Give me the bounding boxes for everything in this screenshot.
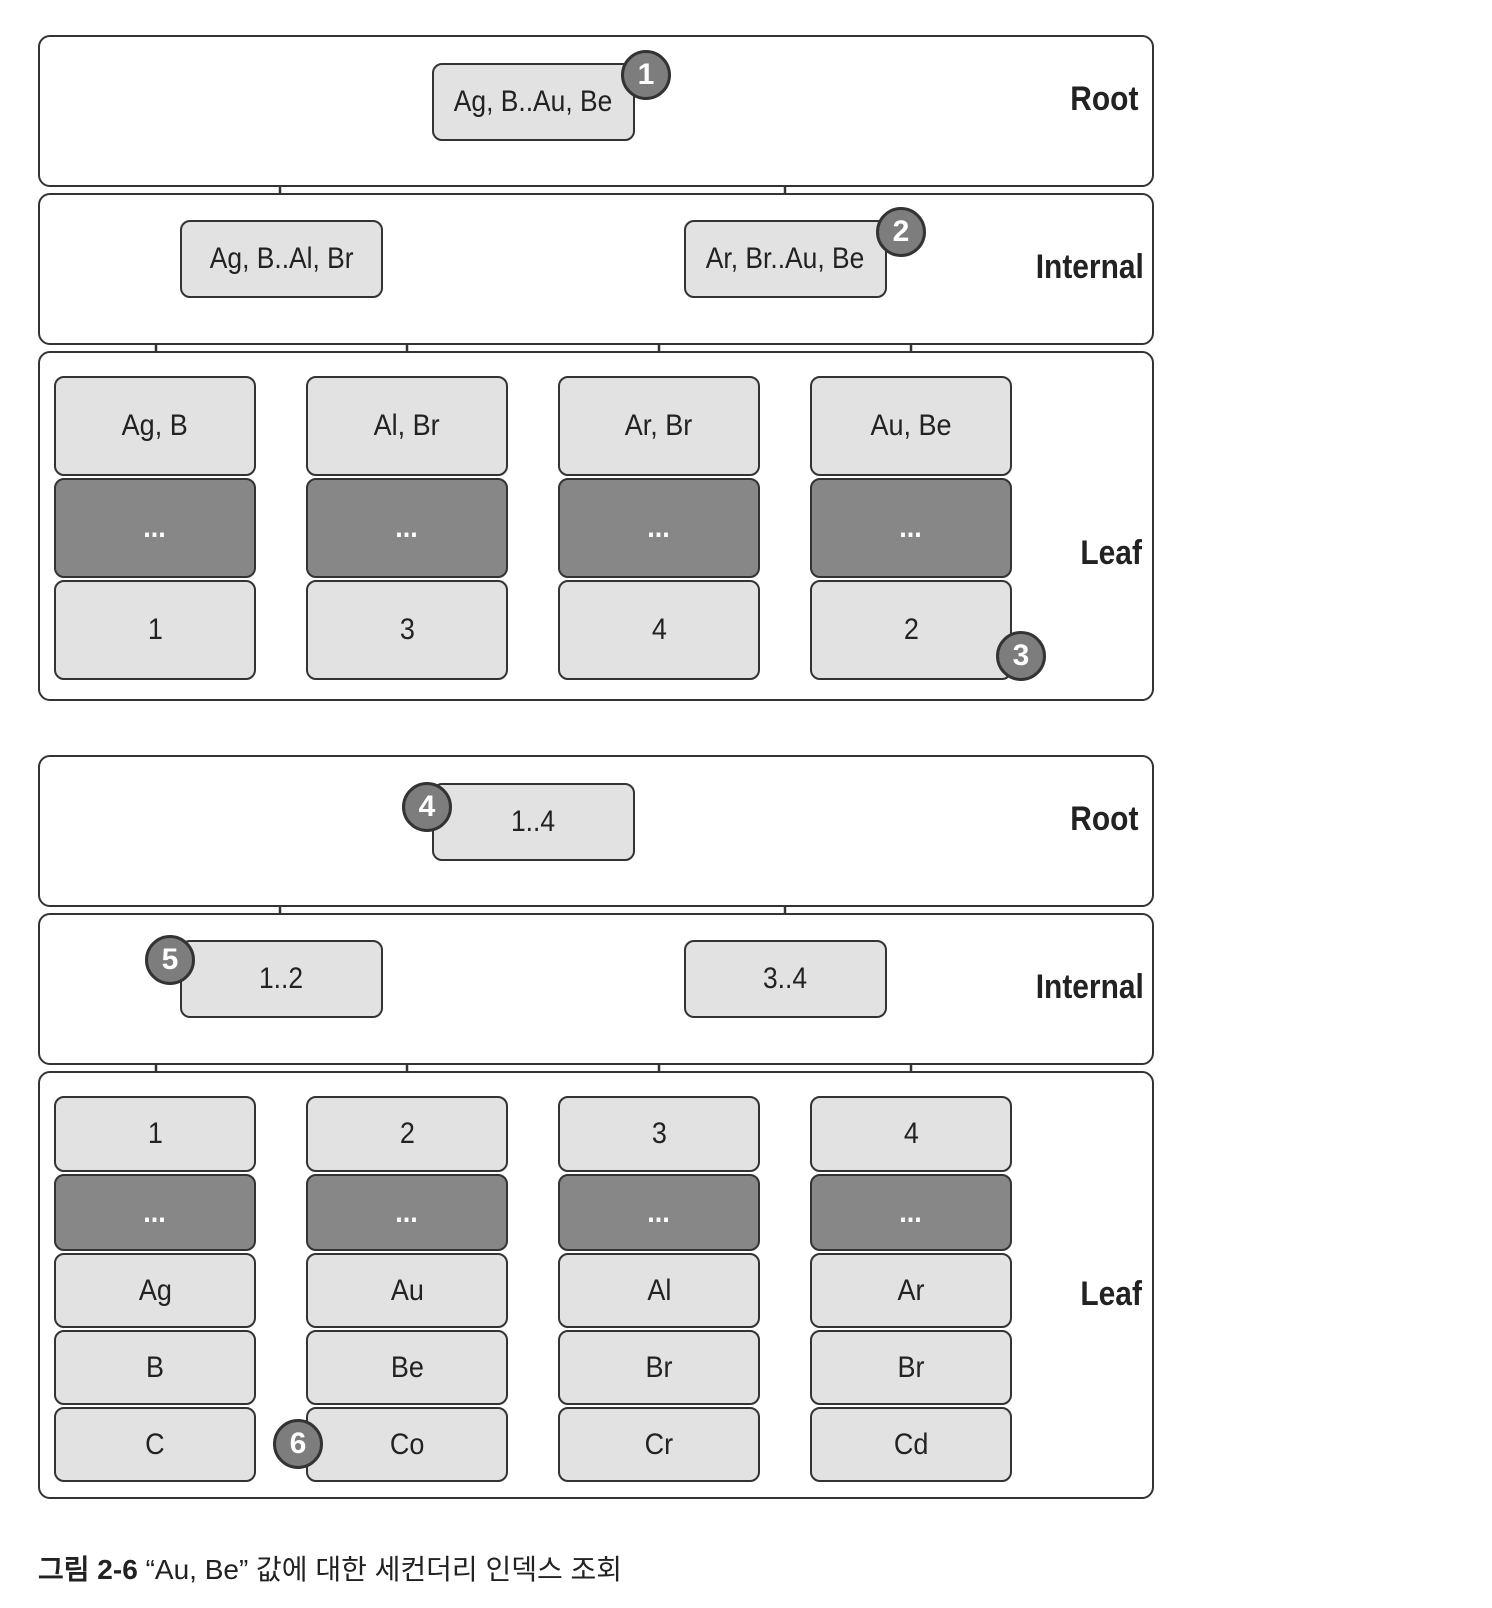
top-root-label: Root (1069, 80, 1138, 118)
leaf-value-cell: Cr (558, 1407, 760, 1482)
figure-caption: 그림 2-6 “Au, Be” 값에 대한 세컨더리 인덱스 조회 (38, 1548, 622, 1588)
leaf-key-text: 1 (147, 1117, 163, 1150)
leaf-value-cell: Cd (810, 1407, 1012, 1482)
top-leaf-label: Leaf (1080, 534, 1142, 572)
bottom-leaf-label: Leaf (1080, 1275, 1142, 1313)
step-badge-2: 2 (876, 207, 926, 257)
bottom-root-node: 1..4 (432, 783, 635, 861)
leaf-ellipsis-cell: ... (306, 478, 508, 578)
leaf-value-cell: Ag (54, 1253, 256, 1328)
leaf-key-text: Ag, B (121, 409, 189, 442)
top-root-node: Ag, B..Au, Be (432, 63, 635, 141)
leaf-value-text: Cr (644, 1427, 674, 1461)
leaf-value-cell: 1 (54, 580, 256, 680)
leaf-key-cell: 3 (558, 1096, 760, 1172)
bottom-internal-node-left-label: 1..2 (259, 962, 304, 995)
leaf-value-text: Ag (138, 1273, 172, 1307)
top-internal-label: Internal (1035, 248, 1144, 286)
leaf-ellipsis-text: ... (899, 1195, 923, 1229)
step-badge-6: 6 (273, 1419, 323, 1469)
leaf-key-cell: Al, Br (306, 376, 508, 476)
leaf-value-cell: Ar (810, 1253, 1012, 1328)
leaf-key-cell: 4 (810, 1096, 1012, 1172)
step-badge-5: 5 (145, 935, 195, 985)
top-internal-node-right-label: Ar, Br..Au, Be (706, 242, 865, 275)
leaf-value-text: Cd (893, 1427, 929, 1461)
leaf-value-text: 4 (651, 613, 667, 646)
leaf-value-text: Au (390, 1273, 424, 1307)
bottom-internal-node-right-label: 3..4 (763, 962, 808, 995)
leaf-value-text: Be (390, 1350, 424, 1384)
leaf-key-text: 4 (903, 1117, 919, 1150)
leaf-value-cell: Al (558, 1253, 760, 1328)
bottom-root-label: Root (1069, 800, 1138, 838)
bottom-internal-node-right: 3..4 (684, 940, 887, 1018)
leaf-value-text: 3 (399, 613, 415, 646)
leaf-value-text: Br (897, 1350, 925, 1384)
leaf-ellipsis-text: ... (647, 511, 671, 544)
top-internal-node-left: Ag, B..Al, Br (180, 220, 383, 298)
top-root-node-label: Ag, B..Au, Be (454, 85, 613, 118)
leaf-key-cell: Ar, Br (558, 376, 760, 476)
leaf-value-text: 2 (903, 613, 919, 646)
leaf-ellipsis-text: ... (899, 511, 923, 544)
leaf-value-cell: Be (306, 1330, 508, 1405)
leaf-ellipsis-text: ... (647, 1195, 671, 1229)
leaf-ellipsis-cell: ... (306, 1174, 508, 1251)
top-internal-node-right: Ar, Br..Au, Be (684, 220, 887, 298)
leaf-key-text: Ar, Br (625, 409, 693, 442)
leaf-key-text: Au, Be (870, 409, 952, 442)
step-badge-1: 1 (621, 50, 671, 100)
leaf-value-cell: 3 (306, 580, 508, 680)
leaf-value-cell: Au (306, 1253, 508, 1328)
leaf-value-cell: Co (306, 1407, 508, 1482)
figure-number: 그림 2-6 (38, 1554, 138, 1585)
leaf-value-cell: B (54, 1330, 256, 1405)
leaf-value-cell: C (54, 1407, 256, 1482)
bottom-internal-label: Internal (1035, 968, 1144, 1006)
figure-caption-text: “Au, Be” 값에 대한 세컨더리 인덱스 조회 (145, 1554, 623, 1585)
leaf-value-text: Co (389, 1427, 425, 1461)
leaf-key-text: Al, Br (373, 409, 441, 442)
leaf-ellipsis-cell: ... (54, 478, 256, 578)
leaf-ellipsis-cell: ... (558, 1174, 760, 1251)
leaf-ellipsis-cell: ... (810, 478, 1012, 578)
bottom-root-node-label: 1..4 (511, 805, 556, 838)
leaf-value-text: Al (646, 1273, 672, 1307)
leaf-ellipsis-text: ... (395, 511, 419, 544)
leaf-ellipsis-cell: ... (558, 478, 760, 578)
bottom-internal-node-left: 1..2 (180, 940, 383, 1018)
leaf-value-cell: 4 (558, 580, 760, 680)
leaf-ellipsis-text: ... (143, 1195, 167, 1229)
leaf-key-cell: Au, Be (810, 376, 1012, 476)
step-badge-3: 3 (996, 631, 1046, 681)
leaf-ellipsis-text: ... (143, 511, 167, 544)
leaf-value-cell: Br (810, 1330, 1012, 1405)
leaf-ellipsis-cell: ... (54, 1174, 256, 1251)
leaf-ellipsis-text: ... (395, 1195, 419, 1229)
leaf-key-cell: 2 (306, 1096, 508, 1172)
leaf-value-text: B (145, 1350, 164, 1384)
leaf-key-text: 3 (651, 1117, 667, 1150)
leaf-ellipsis-cell: ... (810, 1174, 1012, 1251)
top-internal-node-left-label: Ag, B..Al, Br (209, 242, 354, 275)
leaf-value-text: C (145, 1427, 165, 1461)
leaf-value-text: 1 (147, 613, 163, 646)
leaf-key-text: 2 (399, 1117, 415, 1150)
leaf-value-cell: 2 (810, 580, 1012, 680)
leaf-value-text: Ar (897, 1273, 925, 1307)
step-badge-4: 4 (402, 782, 452, 832)
leaf-value-text: Br (645, 1350, 673, 1384)
leaf-value-cell: Br (558, 1330, 760, 1405)
leaf-key-cell: 1 (54, 1096, 256, 1172)
leaf-key-cell: Ag, B (54, 376, 256, 476)
